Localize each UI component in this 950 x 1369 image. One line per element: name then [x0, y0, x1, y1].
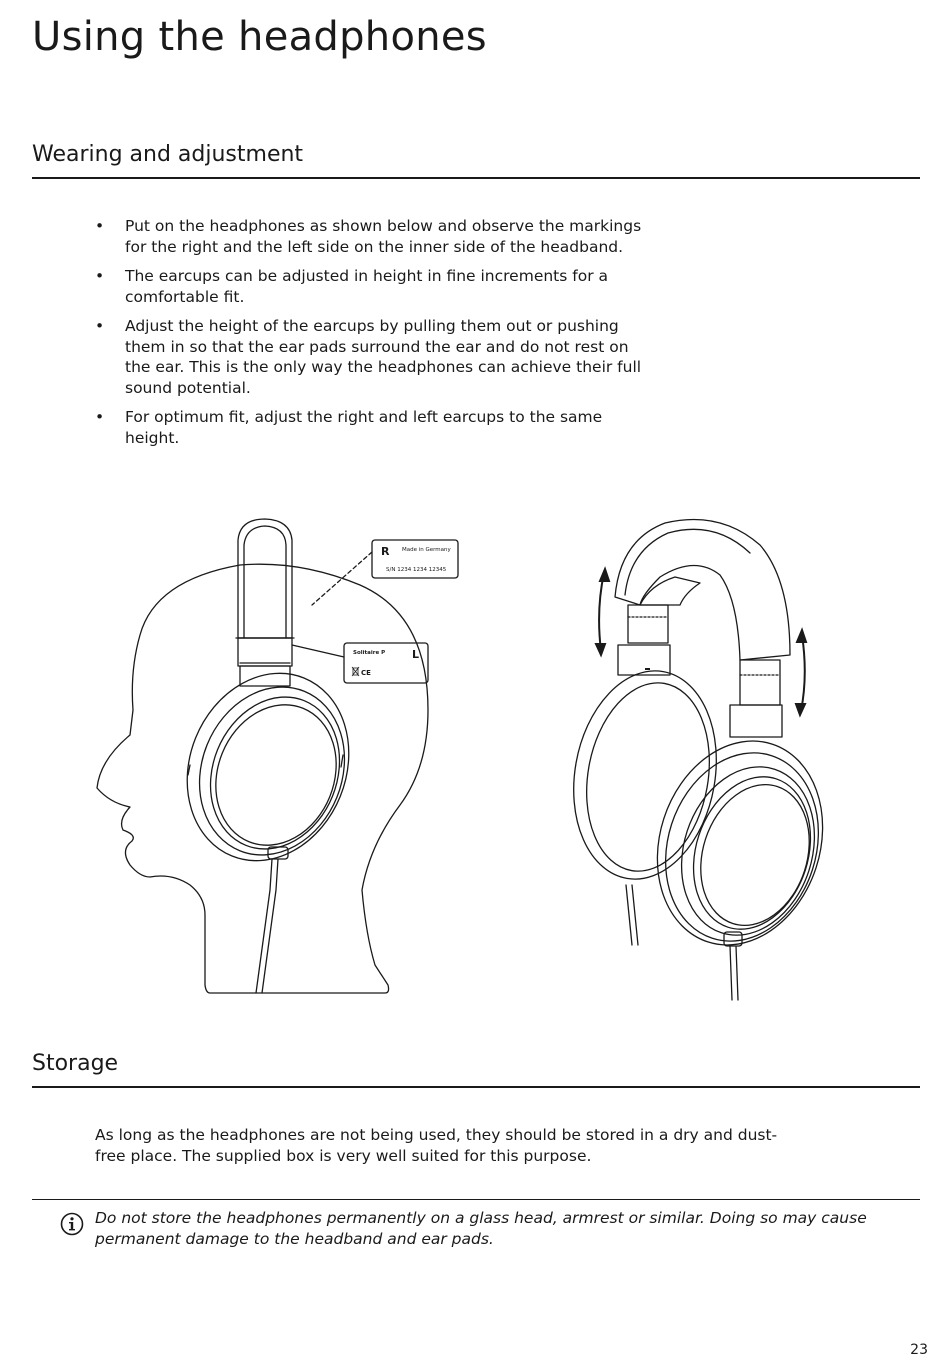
left-side-label	[343, 642, 429, 684]
headband-front	[614, 518, 791, 661]
right-label-serial: S/N 1234 1234 12345	[386, 567, 447, 573]
head-silhouette	[96, 563, 429, 994]
earcup-back	[573, 670, 717, 880]
ce-mark: CE	[361, 669, 371, 677]
earcup-outer	[186, 672, 350, 862]
right-label-side: R	[381, 545, 390, 558]
page-title: Using the headphones	[32, 14, 487, 60]
left-label-model: Solitaire P	[353, 650, 385, 656]
bullet-item: The earcups can be adjusted in height in…	[95, 266, 655, 307]
bullet-item: Put on the headphones as shown below and…	[95, 216, 655, 257]
section-heading-wearing: Wearing and adjustment	[32, 142, 304, 167]
earcup-front	[656, 740, 824, 946]
storage-text: As long as the headphones are not being …	[95, 1126, 778, 1165]
note-rule	[32, 1199, 920, 1200]
weee-bin-icon	[351, 666, 360, 677]
section-rule-storage	[32, 1086, 920, 1088]
adjust-arrow-left	[594, 566, 611, 658]
info-icon	[60, 1212, 84, 1236]
left-label-side: L	[412, 648, 419, 661]
adjust-arrow-right	[794, 627, 808, 718]
right-side-label	[371, 539, 459, 579]
headphones-illustration: R Made in Germany S/N 1234 1234 12345 So…	[96, 518, 824, 1001]
note-text: Do not store the headphones permanently …	[95, 1209, 867, 1248]
headband-side	[237, 518, 293, 639]
bullet-item: For optimum fit, adjust the right and le…	[95, 407, 655, 448]
section-heading-storage: Storage	[32, 1051, 119, 1076]
wearing-bullet-list: Put on the headphones as shown below and…	[95, 216, 655, 457]
right-label-origin: Made in Germany	[402, 547, 452, 553]
bullet-item: Adjust the height of the earcups by pull…	[95, 316, 655, 398]
page-number: 23	[910, 1342, 928, 1358]
section-rule-wearing	[32, 177, 920, 179]
